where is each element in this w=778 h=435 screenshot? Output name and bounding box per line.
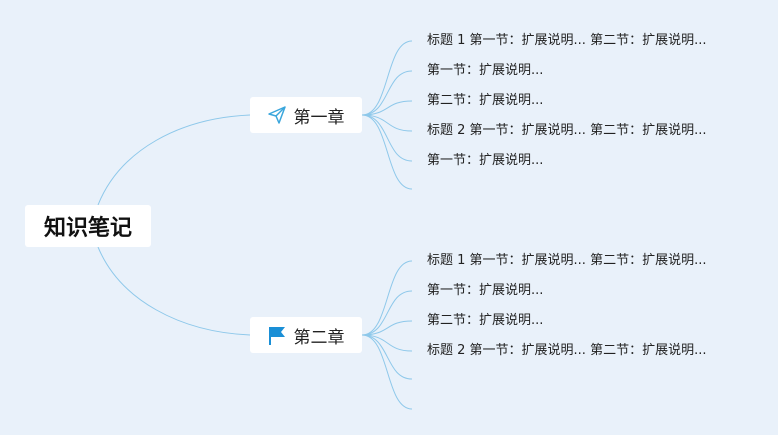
branch-node-1[interactable]: 第一章 xyxy=(250,97,362,133)
paper-plane-icon xyxy=(267,106,286,124)
root-link-2 xyxy=(97,246,251,336)
leaf-1-5[interactable]: 第一节：扩展说明... xyxy=(427,153,544,168)
leaf-2-3[interactable]: 第二节：扩展说明... xyxy=(427,313,544,328)
branch-node-2[interactable]: 第二章 xyxy=(250,317,362,353)
leaf-1-1[interactable]: 标题 1 第一节：扩展说明... 第二节：扩展说明... xyxy=(427,33,707,48)
leaf-2-4[interactable]: 标题 2 第一节：扩展说明... 第二节：扩展说明... xyxy=(427,343,707,358)
root-node[interactable]: 知识笔记 xyxy=(25,205,151,247)
flag-icon xyxy=(268,326,286,345)
root-label: 知识笔记 xyxy=(43,216,132,241)
leaf-1-3[interactable]: 第二节：扩展说明... xyxy=(427,93,544,108)
branch-label-1: 第一章 xyxy=(293,107,345,128)
leaf-1-4[interactable]: 标题 2 第一节：扩展说明... 第二节：扩展说明... xyxy=(427,123,707,138)
branch-label-2: 第二章 xyxy=(293,327,345,348)
leaf-2-1[interactable]: 标题 1 第一节：扩展说明... 第二节：扩展说明... xyxy=(427,253,707,268)
leaf-1-2[interactable]: 第一节：扩展说明... xyxy=(427,63,544,78)
branch-1-links xyxy=(361,40,413,190)
root-link-1 xyxy=(97,114,251,206)
leaf-2-2[interactable]: 第一节：扩展说明... xyxy=(427,283,544,298)
branch-2-links xyxy=(361,260,413,410)
